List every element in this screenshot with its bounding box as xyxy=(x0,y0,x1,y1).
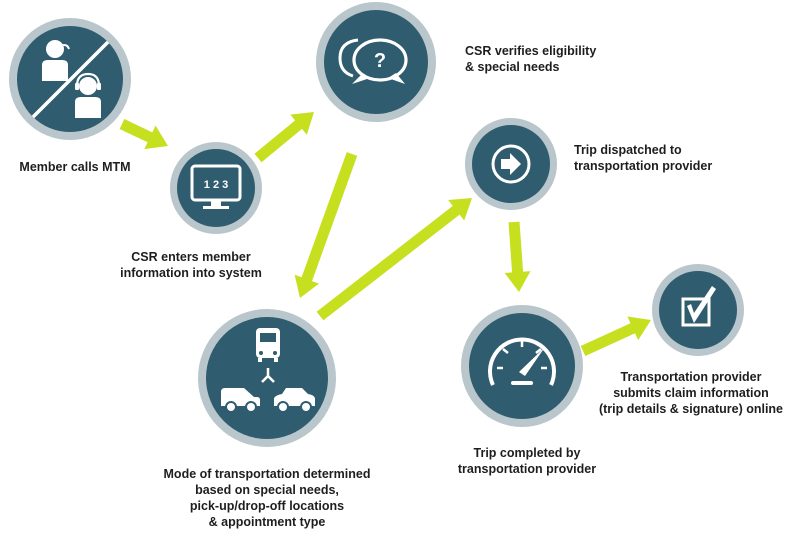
arrow-completed-to-claim xyxy=(580,316,651,356)
label-csr-verifies: CSR verifies eligibility & special needs xyxy=(465,43,645,75)
question-bubble-icon: ? xyxy=(338,38,408,84)
label-line: Member calls MTM xyxy=(19,160,131,174)
flow-arrows xyxy=(119,112,651,356)
label-line: based on special needs, xyxy=(195,483,339,497)
label-line: Mode of transportation determined xyxy=(163,467,371,481)
label-line: CSR verifies eligibility xyxy=(465,44,597,58)
arrow-verifies-to-mode xyxy=(294,152,358,298)
label-line: Trip completed by xyxy=(473,446,581,460)
step-member-calls-node xyxy=(9,18,131,140)
label-member-calls: Member calls MTM xyxy=(10,159,140,175)
step-csr-verifies-node: ? xyxy=(316,2,436,122)
label-line: information into system xyxy=(120,266,262,280)
label-claim-submitted: Transportation provider submits claim in… xyxy=(591,369,791,417)
question-mark: ? xyxy=(374,50,386,72)
screen-numbers: 1 2 3 xyxy=(204,179,228,191)
label-line: (trip details & signature) online xyxy=(598,402,784,416)
label-line: submits claim information xyxy=(613,386,769,400)
label-line: transportation provider xyxy=(574,159,713,173)
label-mode-determined: Mode of transportation determined based … xyxy=(152,466,382,530)
label-line: CSR enters member xyxy=(131,250,251,264)
label-trip-completed: Trip completed by transportation provide… xyxy=(442,445,612,477)
label-line: Transportation provider xyxy=(620,370,762,384)
arrow-mode-to-dispatched xyxy=(316,198,472,321)
step-trip-dispatched-node xyxy=(465,118,557,210)
step-claim-submitted-node xyxy=(652,264,744,356)
label-line: & appointment type xyxy=(208,515,326,529)
label-trip-dispatched: Trip dispatched to transportation provid… xyxy=(574,142,744,174)
label-line: pick-up/drop-off locations xyxy=(189,499,345,513)
arrow-calls-to-enters xyxy=(119,119,168,150)
speedometer-icon xyxy=(488,337,556,386)
label-csr-enters: CSR enters member information into syste… xyxy=(106,249,276,281)
step-trip-completed-node xyxy=(461,305,583,427)
step-mode-determined-node xyxy=(198,309,336,447)
bus-van-car-icon xyxy=(221,328,315,413)
computer-monitor-icon: 1 2 3 xyxy=(190,164,242,209)
people-headset-no-icon xyxy=(31,40,110,119)
arrow-right-icon xyxy=(491,144,531,184)
arrow-enters-to-verifies xyxy=(254,112,314,163)
label-line: Trip dispatched to xyxy=(574,143,682,157)
label-line: transportation provider xyxy=(457,462,597,476)
arrow-dispatched-to-completed xyxy=(504,221,531,292)
checkbox-icon xyxy=(681,286,716,327)
label-line: & special needs xyxy=(465,60,560,74)
step-csr-enters-node: 1 2 3 xyxy=(170,142,262,234)
